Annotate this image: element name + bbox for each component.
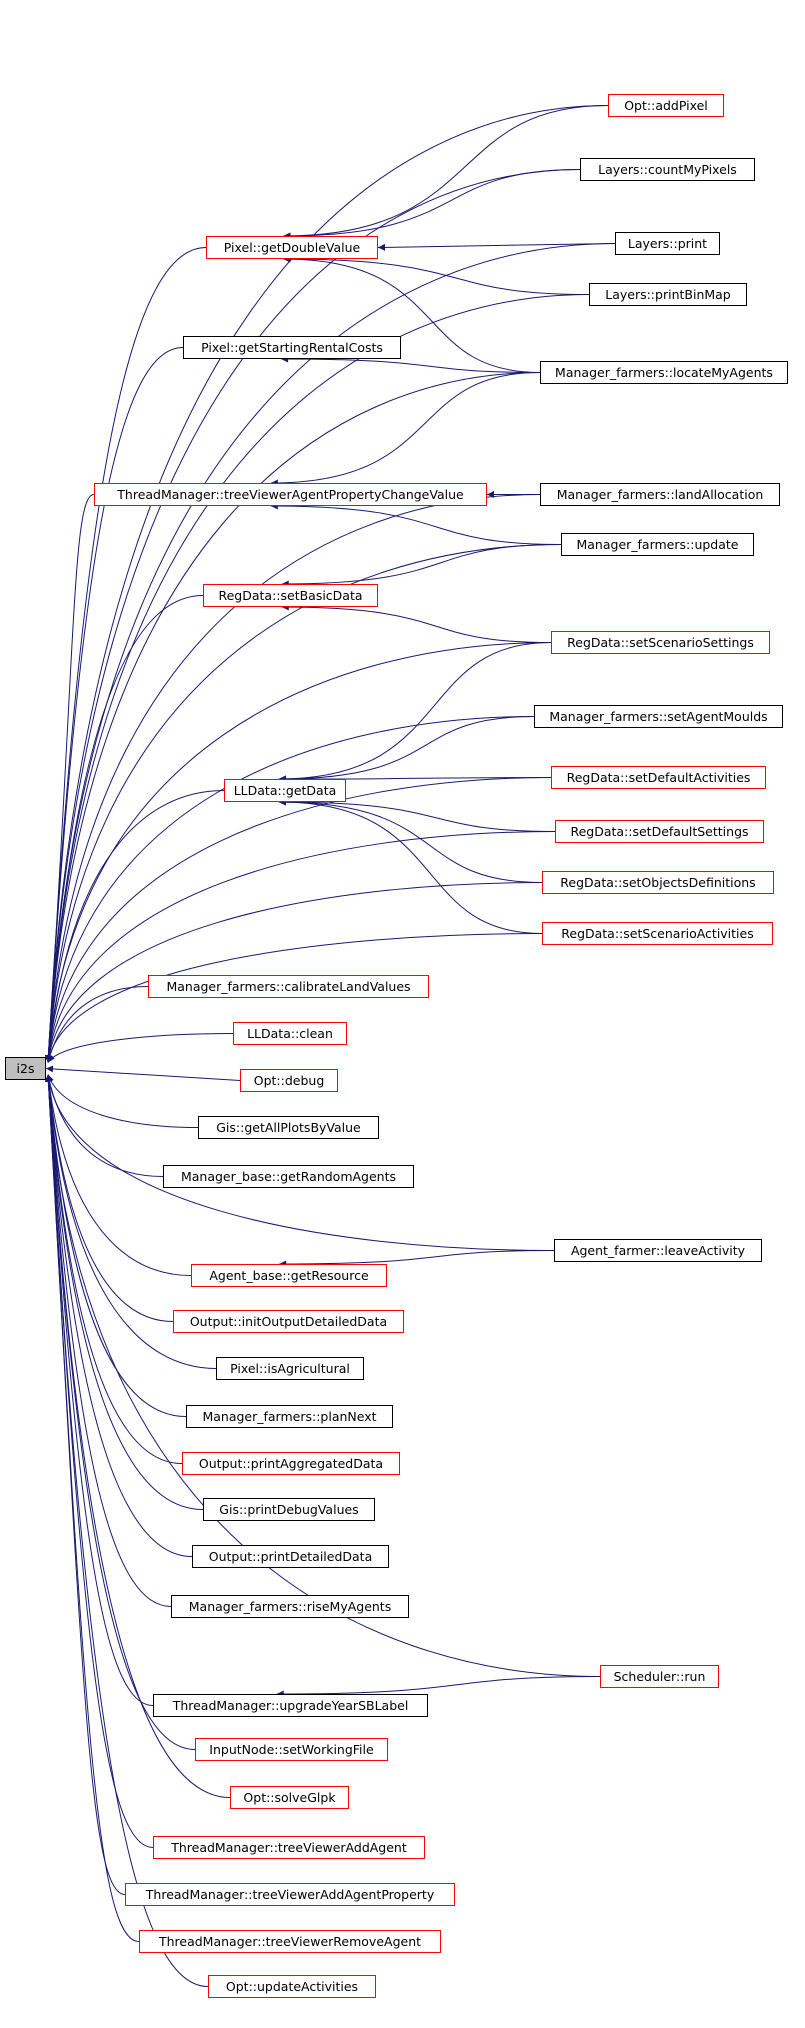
edge-rd-setObjectsDefinitions-to-i2s (45, 882, 543, 1063)
node-rd-setScenarioSettings[interactable]: RegData::setScenarioSettings (551, 631, 770, 654)
edge-out-printAggregatedData-to-i2s (45, 1074, 183, 1464)
node-opt-solveGlpk[interactable]: Opt::solveGlpk (230, 1786, 349, 1809)
node-mf-locateMyAgents: Manager_farmers::locateMyAgents (540, 361, 788, 384)
edge-rd-setObjectsDefinitions-to-lld-getData (278, 798, 543, 883)
node-mf-planNext: Manager_farmers::planNext (186, 1405, 393, 1428)
node-rd-setDefaultActivities[interactable]: RegData::setDefaultActivities (551, 766, 766, 789)
node-lld-getData[interactable]: LLData::getData (224, 779, 346, 802)
edge-ab-getResource-to-i2s (45, 1074, 192, 1276)
edge-mf-locateMyAgents-to-pixel-getDoubleValue (283, 255, 541, 373)
edge-tm-upgradeYearSBLabel-to-i2s (44, 1074, 154, 1706)
node-opt-updateActivities[interactable]: Opt::updateActivities (208, 1975, 376, 1998)
node-af-leaveActivity: Agent_farmer::leaveActivity (554, 1239, 762, 1262)
edge-mf-setAgentMoulds-to-i2s (45, 716, 535, 1063)
edge-mf-locateMyAgents-to-pixel-getStartingRentalCosts (281, 355, 541, 373)
node-layers-printBinMap: Layers::printBinMap (589, 283, 747, 306)
edge-opt-updateActivities-to-i2s (44, 1074, 209, 1987)
node-tm-treeViewerAddAgentProperty[interactable]: ThreadManager::treeViewerAddAgentPropert… (125, 1883, 455, 1906)
node-mf-setAgentMoulds: Manager_farmers::setAgentMoulds (534, 705, 783, 728)
edge-rd-setDefaultSettings-to-i2s (45, 831, 556, 1063)
node-tm-treeViewerAddAgent[interactable]: ThreadManager::treeViewerAddAgent (153, 1836, 425, 1859)
edge-rd-setScenarioSettings-to-lld-getData (278, 642, 552, 783)
edge-mf-update-to-i2s (44, 544, 562, 1063)
node-lld-clean[interactable]: LLData::clean (233, 1022, 347, 1045)
node-tm-treeViewerRemoveAgent[interactable]: ThreadManager::treeViewerRemoveAgent (139, 1930, 441, 1953)
node-tm-upgradeYearSBLabel: ThreadManager::upgradeYearSBLabel (153, 1694, 428, 1717)
node-mf-landAllocation: Manager_farmers::landAllocation (540, 483, 780, 506)
node-rd-setScenarioActivities[interactable]: RegData::setScenarioActivities (542, 922, 773, 945)
node-pixel-getStartingRentalCosts: Pixel::getStartingRentalCosts (183, 336, 401, 359)
edge-rd-setScenarioSettings-to-i2s (45, 642, 552, 1063)
node-tm-treeViewerAgentPropertyChangeValue[interactable]: ThreadManager::treeViewerAgentPropertyCh… (94, 483, 487, 506)
node-i2s: i2s (5, 1057, 46, 1080)
edge-sched-run-to-tm-upgradeYearSBLabel (276, 1676, 601, 1698)
edge-rd-setScenarioActivities-to-lld-getData (278, 798, 543, 934)
edge-gis-getAllPlotsByValue-to-i2s (47, 1074, 199, 1128)
edge-lld-clean-to-i2s (47, 1033, 234, 1063)
node-layers-print: Layers::print (615, 232, 720, 255)
node-out-initOutputDetailedData[interactable]: Output::initOutputDetailedData (173, 1310, 404, 1333)
edge-mf-locateMyAgents-to-i2s (44, 372, 541, 1063)
edge-mf-riseMyAgents-to-i2s (44, 1074, 172, 1607)
edge-rd-setDefaultSettings-to-lld-getData (278, 798, 556, 832)
edge-rd-setBasicData-to-i2s (45, 595, 204, 1063)
edge-rd-setDefaultActivities-to-i2s (45, 777, 552, 1063)
edge-pixel-getDoubleValue-to-i2s (44, 247, 207, 1063)
edge-lld-getData-to-i2s (45, 790, 225, 1063)
node-ab-getResource[interactable]: Agent_base::getResource (191, 1264, 387, 1287)
edge-layers-print-to-pixel-getDoubleValue (377, 243, 616, 251)
edge-layers-countMyPixels-to-pixel-getDoubleValue (283, 169, 581, 240)
node-sched-run[interactable]: Scheduler::run (600, 1665, 719, 1688)
edge-af-leaveActivity-to-i2s (45, 1074, 555, 1251)
edge-layers-print-to-i2s (44, 243, 616, 1063)
edge-tm-treeViewerAgentPropertyChangeValue-to-i2s (44, 494, 95, 1063)
node-mb-getRandomAgents: Manager_base::getRandomAgents (163, 1165, 414, 1188)
edge-mb-getRandomAgents-to-i2s (45, 1074, 164, 1177)
edge-rd-setScenarioSettings-to-rd-setBasicData (281, 603, 552, 643)
edge-mf-update-to-tm-treeViewerAgentPropertyChangeValue (270, 502, 562, 545)
node-opt-debug[interactable]: Opt::debug (240, 1069, 338, 1092)
node-mf-calibrateLandValues[interactable]: Manager_farmers::calibrateLandValues (148, 975, 429, 998)
edge-layers-countMyPixels-to-i2s (44, 169, 581, 1063)
edge-af-leaveActivity-to-ab-getResource (279, 1250, 555, 1268)
edge-mf-setAgentMoulds-to-lld-getData (278, 716, 535, 783)
edge-mf-locateMyAgents-to-tm-treeViewerAgentPropertyChangeValue (270, 372, 541, 487)
node-opt-addPixel[interactable]: Opt::addPixel (608, 94, 724, 117)
node-pixel-getDoubleValue[interactable]: Pixel::getDoubleValue (206, 236, 378, 259)
edge-rd-setDefaultActivities-to-lld-getData (278, 775, 552, 783)
node-out-printDetailedData: Output::printDetailedData (192, 1545, 389, 1568)
node-mf-update: Manager_farmers::update (561, 533, 754, 556)
edge-mf-update-to-rd-setBasicData (281, 544, 562, 588)
edge-tm-treeViewerRemoveAgent-to-i2s (44, 1074, 140, 1942)
node-mf-riseMyAgents: Manager_farmers::riseMyAgents (171, 1595, 409, 1618)
node-gis-printDebugValues: Gis::printDebugValues (203, 1498, 375, 1521)
node-rd-setBasicData[interactable]: RegData::setBasicData (203, 584, 378, 607)
edge-opt-addPixel-to-i2s (44, 105, 609, 1063)
edge-sched-run-to-i2s (44, 1074, 601, 1677)
edge-layers-printBinMap-to-i2s (44, 294, 590, 1063)
edge-tm-treeViewerAddAgent-to-i2s (44, 1074, 154, 1848)
edge-mf-calibrateLandValues-to-i2s (46, 986, 149, 1063)
edge-pixel-isAgricultural-to-i2s (45, 1074, 217, 1369)
node-rd-setObjectsDefinitions[interactable]: RegData::setObjectsDefinitions (542, 871, 774, 894)
edge-layers-printBinMap-to-pixel-getDoubleValue (283, 255, 590, 295)
node-rd-setDefaultSettings[interactable]: RegData::setDefaultSettings (555, 820, 764, 843)
edge-opt-debug-to-i2s (45, 1065, 241, 1081)
edge-gis-printDebugValues-to-i2s (45, 1074, 204, 1510)
edge-rd-setScenarioActivities-to-i2s (45, 933, 543, 1063)
edge-opt-addPixel-to-pixel-getDoubleValue (283, 105, 609, 240)
node-layers-countMyPixels: Layers::countMyPixels (580, 158, 755, 181)
node-out-printAggregatedData[interactable]: Output::printAggregatedData (182, 1452, 400, 1475)
edge-mf-planNext-to-i2s (45, 1074, 187, 1417)
node-gis-getAllPlotsByValue: Gis::getAllPlotsByValue (198, 1116, 379, 1139)
edge-out-initOutputDetailedData-to-i2s (45, 1074, 174, 1322)
edge-out-printDetailedData-to-i2s (45, 1074, 193, 1557)
node-in-setWorkingFile[interactable]: InputNode::setWorkingFile (195, 1738, 388, 1761)
node-pixel-isAgricultural: Pixel::isAgricultural (216, 1357, 364, 1380)
edge-opt-solveGlpk-to-i2s (44, 1074, 231, 1798)
